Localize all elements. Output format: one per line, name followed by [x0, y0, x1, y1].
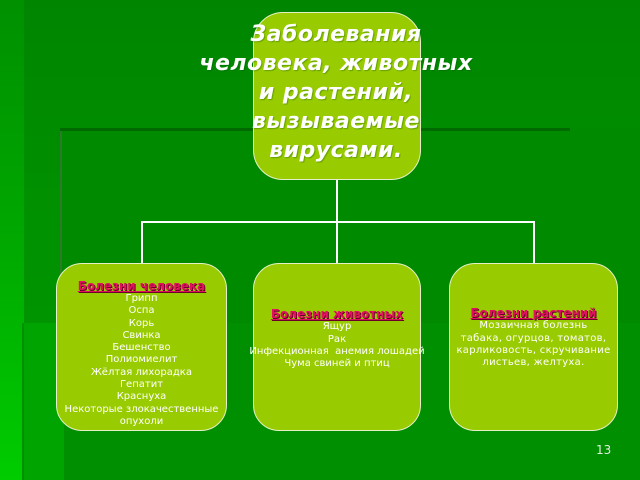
list-item: опухоли — [119, 415, 164, 427]
human-diseases-heading: Болезни человека — [77, 279, 206, 293]
list-item: Свинка — [122, 329, 161, 341]
connector-horizontal — [141, 221, 535, 223]
animal-diseases-heading: Болезни животных — [270, 307, 404, 322]
list-item: Гепатит — [119, 379, 164, 391]
list-item: Чума свиней и птиц — [284, 358, 390, 370]
node-plant-diseases: Болезни растений Мозаичная болезнь табак… — [449, 263, 618, 431]
background-strip-left — [0, 0, 24, 480]
list-item: Корь — [128, 317, 155, 329]
animal-diseases-list: Ящур Рак Инфекционная анемия лошадей Чум… — [249, 321, 424, 370]
list-item: Грипп — [125, 293, 158, 304]
list-item: Полиомиелит — [105, 354, 178, 366]
plant-diseases-heading: Болезни растений — [470, 306, 597, 321]
title-node — [253, 12, 421, 180]
node-animal-diseases: Болезни животных Ящур Рак Инфекционная а… — [249, 263, 425, 431]
list-item: Бешенство — [112, 342, 171, 354]
connector-left — [141, 221, 143, 264]
connector-right — [533, 221, 535, 264]
human-diseases-list: Грипп Оспа Корь Свинка Бешенство Полиоми… — [65, 293, 219, 428]
list-item: Краснуха — [116, 391, 167, 403]
list-item: Оспа — [128, 305, 155, 317]
list-item: Инфекционная анемия лошадей — [249, 346, 425, 357]
plant-diseases-description: Мозаичная болезнь табака, огурцов, томат… — [456, 320, 611, 369]
list-item: Рак — [327, 333, 347, 345]
list-item: Ящур — [322, 321, 352, 333]
slide-title: Заболевания человека, животных и растени… — [199, 22, 473, 163]
list-item: Некоторые злокачественные — [64, 403, 219, 415]
node-human-diseases: Болезни человека Грипп Оспа Корь Свинка … — [56, 263, 227, 431]
page-number: 13 — [596, 443, 612, 457]
list-item: Жёлтая лихорадка — [91, 366, 192, 378]
